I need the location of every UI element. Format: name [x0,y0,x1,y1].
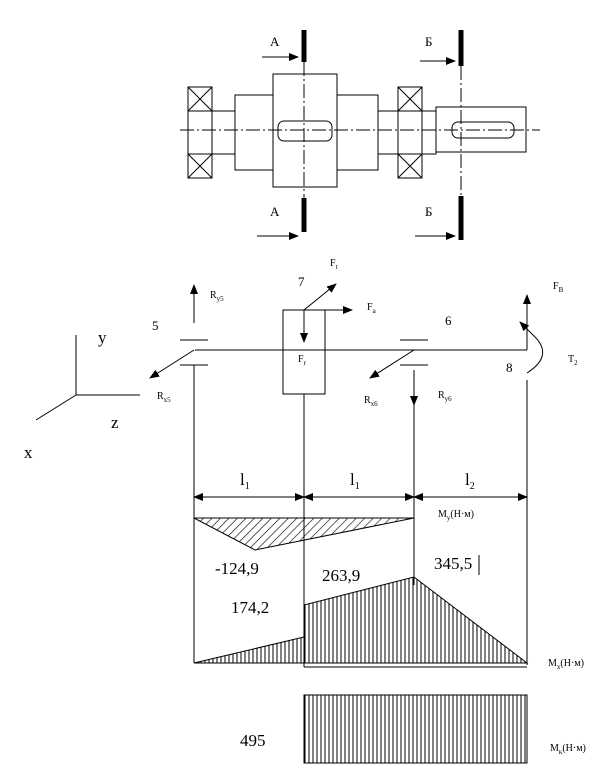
section-label-a-top: А [270,34,280,49]
label-rx6: Rx6 [364,395,378,408]
section-label-b-bottom: Б [425,204,432,219]
my-diagram-label: My(Н·м) [438,509,474,522]
axis-z-label: z [111,413,119,432]
load-scheme: y z x 5 7 6 8 Ry5 Rx5 Ft Fa Fr Rx6 [24,258,578,462]
section-label-b-top: Б [425,34,432,49]
mk-diagram-fill [303,694,528,764]
shaft-assembly: А А Б Б [180,30,540,240]
axis-x-label: x [24,443,33,462]
value-torque: 495 [240,731,266,750]
value-mx-max: 345,5 [434,554,472,573]
gear-hub [272,73,338,188]
dim-l1-first: l1 [240,470,250,492]
left-bearing-box [187,86,213,179]
mx-diagram-fill [193,576,529,664]
label-ft: Ft [330,258,338,271]
label-ry5: Ry5 [210,290,224,303]
support-5-label: 5 [152,318,159,333]
value-my-min: -124,9 [215,559,259,578]
label-fb: FB [553,281,564,294]
left-shaft-step [234,94,274,171]
section-label-a-bottom: А [270,204,280,219]
value-mx-mid: 263,9 [322,566,360,585]
right-bearing-box [397,86,423,179]
axis-y-label: y [98,328,107,347]
support-6-label: 6 [445,313,452,328]
value-mx-left: 174,2 [231,598,269,617]
mx-diagram-label: Mx(Н·м) [548,658,584,671]
label-t2: T2 [568,354,578,367]
hub-keyway [277,120,333,142]
moment-diagrams: My(Н·м) Mx(Н·м) Mк(Н·м) -124,9 174,2 263… [193,509,586,764]
label-ry6: Ry6 [438,390,452,403]
label-rx5: Rx5 [157,391,171,404]
gear-label: 7 [298,274,305,289]
label-fr: Fr [298,354,307,367]
dim-l1-second: l1 [350,470,360,492]
end-8-label: 8 [506,360,513,375]
mk-diagram-label: Mк(Н·м) [550,743,586,756]
label-fa: Fa [367,302,377,315]
right-shaft-step [336,94,379,171]
dim-l2: l2 [465,470,475,492]
